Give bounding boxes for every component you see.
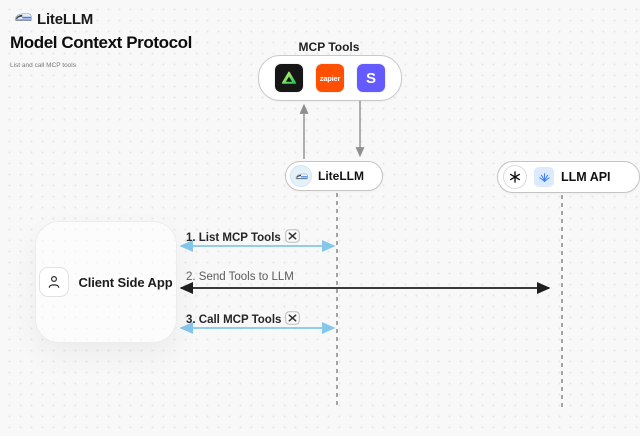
client-side-app-node: Client Side App	[35, 221, 177, 343]
openai-icon	[503, 165, 527, 189]
llm-api-node-label: LLM API	[561, 170, 611, 184]
zapier-tool-icon: zapier	[316, 64, 344, 92]
brand-logo: LiteLLM	[14, 10, 93, 28]
brand-name: LiteLLM	[37, 10, 94, 28]
litellm-node-label: LiteLLM	[318, 169, 364, 183]
mcp-tools-box: zapier S	[258, 55, 402, 101]
litellm-node: LiteLLM	[285, 161, 383, 191]
message-3-label: 3. Call MCP Tools	[186, 311, 301, 328]
green-triangle-tool-icon	[275, 64, 303, 92]
train-icon	[14, 10, 32, 28]
client-node-label: Client Side App	[78, 274, 173, 290]
llm-provider-icon	[534, 167, 554, 187]
tools-icon	[285, 311, 301, 328]
mcp-tools-label: MCP Tools	[298, 40, 360, 54]
tools-icon	[284, 229, 300, 246]
zapier-wordmark: zapier	[319, 73, 341, 83]
llm-api-node: LLM API	[497, 161, 640, 193]
person-icon	[39, 267, 70, 297]
message-2-label: 2. Send Tools to LLM	[186, 271, 294, 283]
page-title: Model Context Protocol	[10, 33, 192, 52]
litellm-train-icon	[290, 165, 312, 187]
stripe-tool-icon: S	[357, 64, 385, 92]
message-3-text: 3. Call MCP Tools	[186, 313, 282, 326]
stripe-letter: S	[365, 69, 376, 87]
message-1-label: 1. List MCP Tools	[186, 229, 300, 246]
message-1-text: 1. List MCP Tools	[186, 231, 281, 244]
message-2-text: 2. Send Tools to LLM	[186, 271, 294, 283]
page-subtitle: List and call MCP tools	[10, 62, 76, 69]
